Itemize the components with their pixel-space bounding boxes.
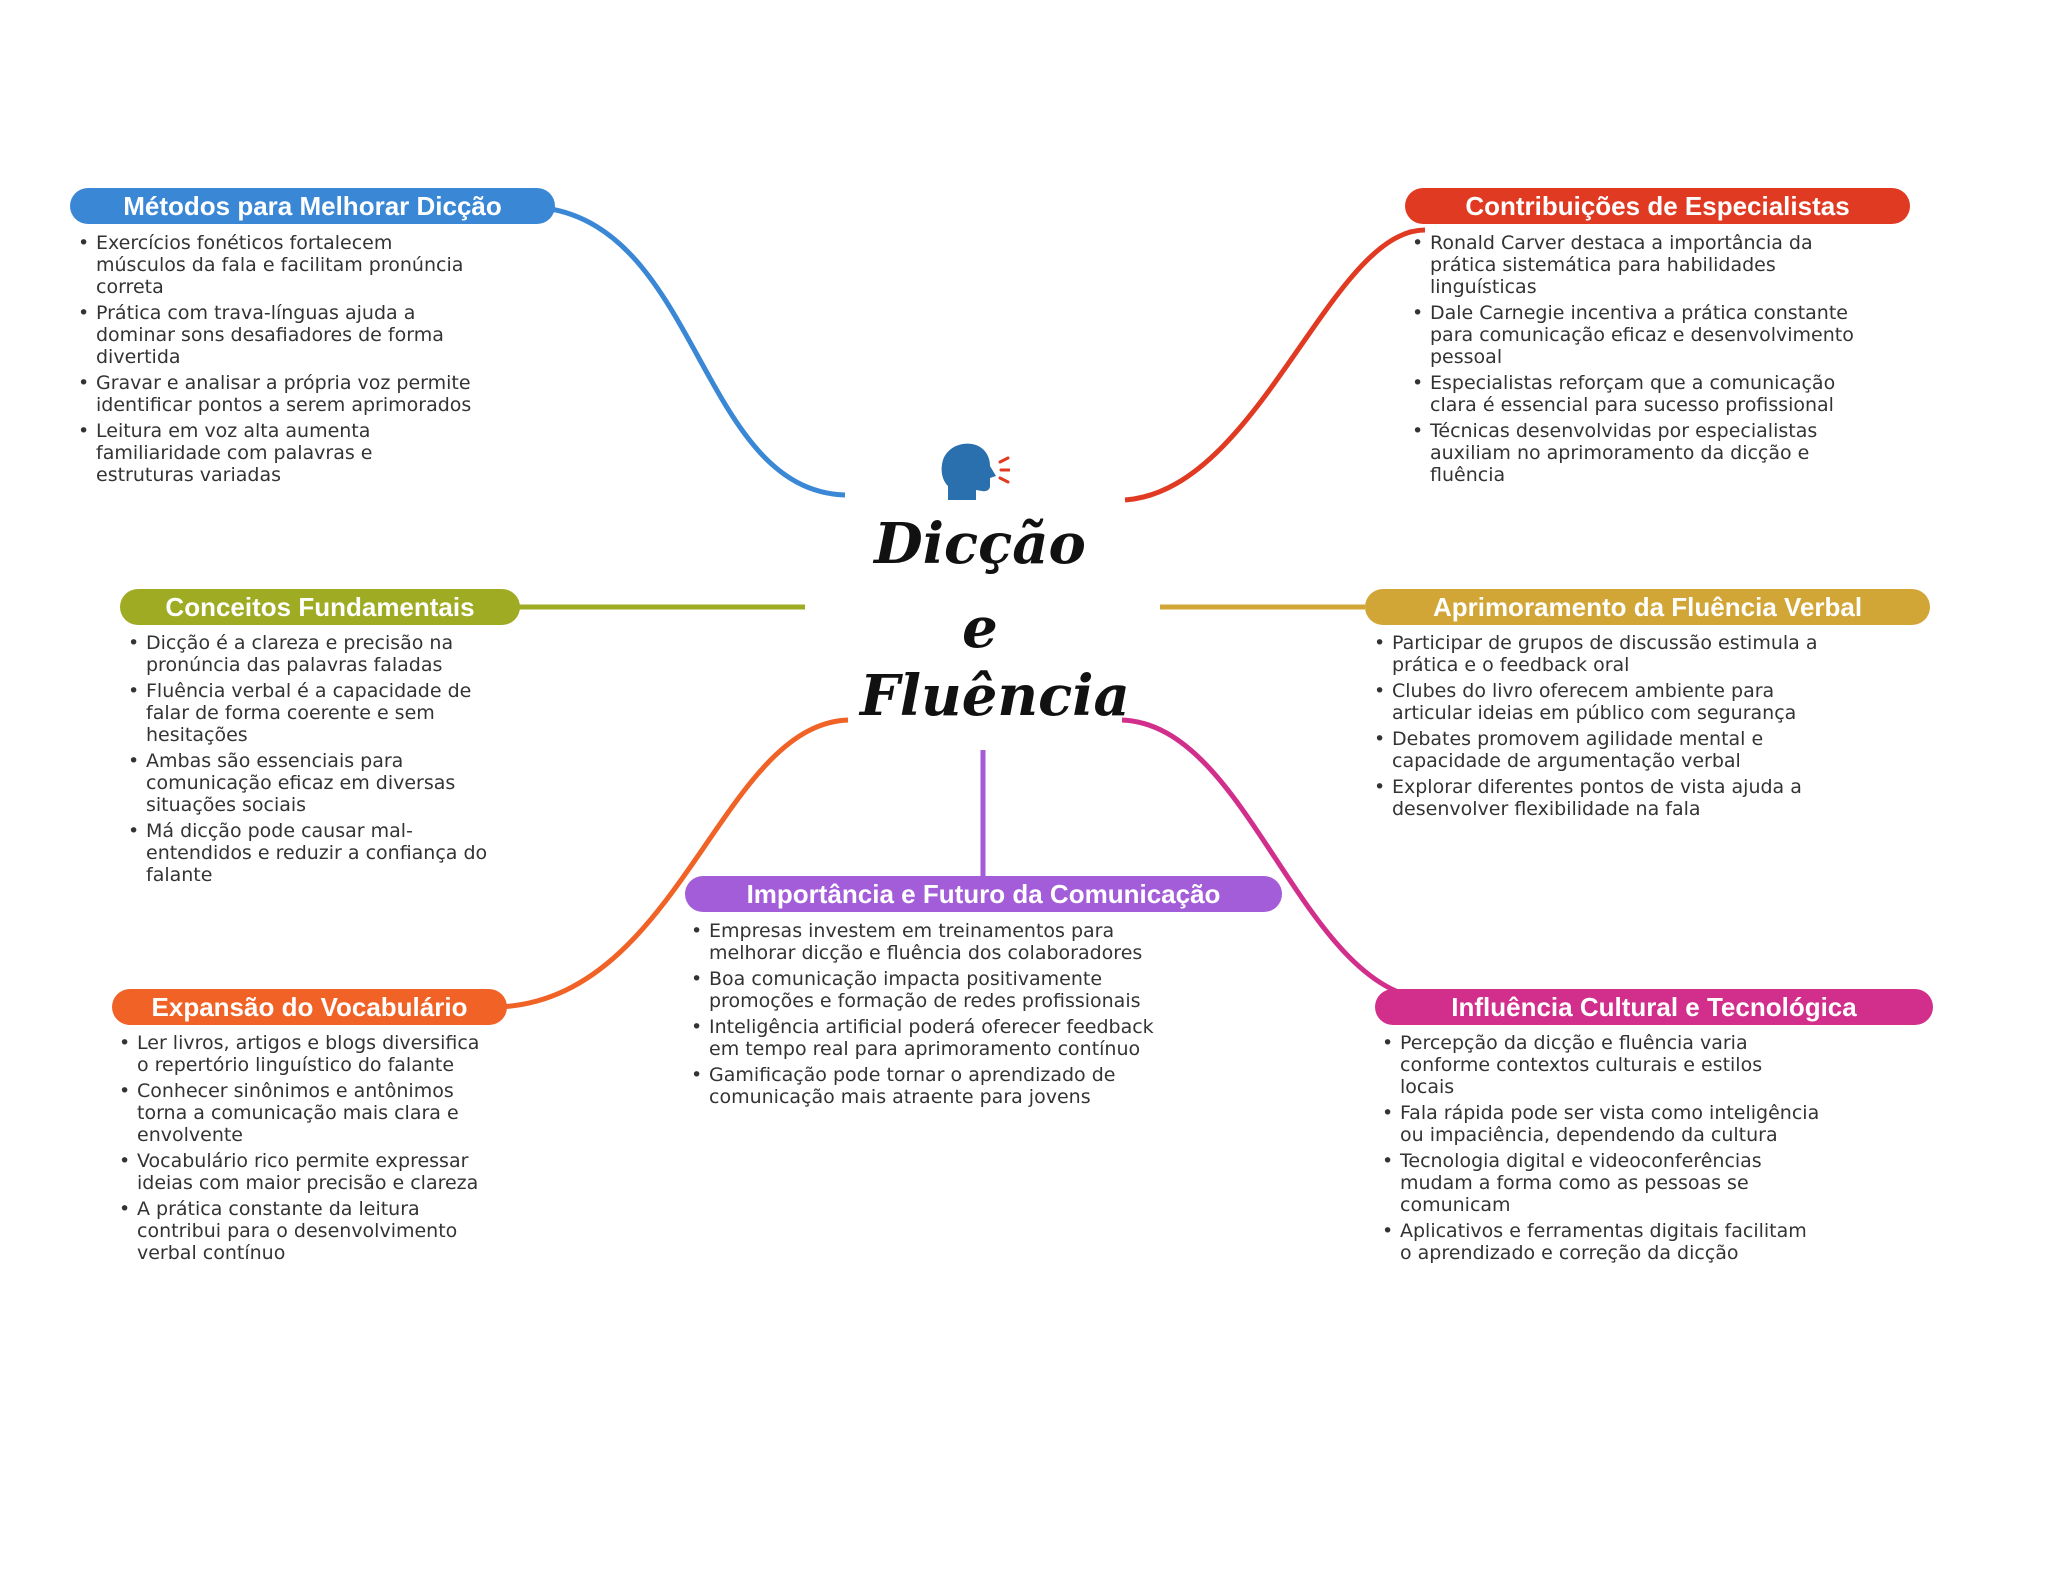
central-title-line-3: Fluência	[860, 663, 1130, 729]
list-item: Dicção é a clareza e precisão na pronúnc…	[126, 632, 496, 676]
list-item: Empresas investem em treinamentos para m…	[689, 920, 1189, 964]
connector-expansao	[497, 717, 849, 1010]
branch-list-importancia: Empresas investem em treinamentos para m…	[689, 920, 1189, 1112]
list-item: Má dicção pode causar mal-entendidos e r…	[126, 820, 496, 886]
speaking-head-icon	[940, 440, 1011, 504]
list-item: Gamificação pode tornar o aprendizado de…	[689, 1064, 1189, 1108]
list-item: Aplicativos e ferramentas digitais facil…	[1380, 1220, 1820, 1264]
central-title-line-1: Dicção	[874, 511, 1086, 577]
list-item: Tecnologia digital e videoconferências m…	[1380, 1150, 1820, 1216]
list-item: Inteligência artificial poderá oferecer …	[689, 1016, 1189, 1060]
branch-list-contribuicoes: Ronald Carver destaca a importância da p…	[1410, 232, 1855, 490]
branch-title-influencia: Influência Cultural e Tecnológica	[1375, 989, 1933, 1025]
branch-list-conceitos: Dicção é a clareza e precisão na pronúnc…	[126, 632, 496, 890]
branch-title-importancia: Importância e Futuro da Comunicação	[685, 876, 1282, 912]
list-item: Debates promovem agilidade mental e capa…	[1372, 728, 1842, 772]
branch-list-metodos: Exercícios fonéticos fortalecem músculos…	[76, 232, 476, 490]
branch-list-aprimoramento: Participar de grupos de discussão estimu…	[1372, 632, 1842, 824]
connector-contribuicoes	[1124, 227, 1426, 503]
list-item: Especialistas reforçam que a comunicação…	[1410, 372, 1855, 416]
list-item: Fala rápida pode ser vista como inteligê…	[1380, 1102, 1820, 1146]
branch-title-metodos: Métodos para Melhorar Dicção	[70, 188, 555, 224]
list-item: Prática com trava-línguas ajuda a domina…	[76, 302, 476, 368]
connector-influencia	[1121, 717, 1431, 1003]
list-item: Fluência verbal é a capacidade de falar …	[126, 680, 496, 746]
branch-title-aprimoramento: Aprimoramento da Fluência Verbal	[1365, 589, 1930, 625]
branch-title-contribuicoes: Contribuições de Especialistas	[1405, 188, 1910, 224]
list-item: Explorar diferentes pontos de vista ajud…	[1372, 776, 1842, 820]
list-item: Conhecer sinônimos e antônimos torna a c…	[117, 1080, 497, 1146]
list-item: Dale Carnegie incentiva a prática consta…	[1410, 302, 1855, 368]
connector-metodos	[544, 205, 846, 498]
list-item: Clubes do livro oferecem ambiente para a…	[1372, 680, 1842, 724]
list-item: A prática constante da leitura contribui…	[117, 1198, 497, 1264]
branch-list-influencia: Percepção da dicção e fluência varia con…	[1380, 1032, 1820, 1268]
branch-list-expansao: Ler livros, artigos e blogs diversifica …	[117, 1032, 497, 1268]
list-item: Boa comunicação impacta positivamente pr…	[689, 968, 1189, 1012]
branch-title-expansao: Expansão do Vocabulário	[112, 989, 507, 1025]
list-item: Vocabulário rico permite expressar ideia…	[117, 1150, 497, 1194]
list-item: Leitura em voz alta aumenta familiaridad…	[76, 420, 476, 486]
list-item: Percepção da dicção e fluência varia con…	[1380, 1032, 1820, 1098]
list-item: Exercícios fonéticos fortalecem músculos…	[76, 232, 476, 298]
central-title-line-2: e	[962, 595, 998, 661]
branch-title-conceitos: Conceitos Fundamentais	[120, 589, 520, 625]
list-item: Ler livros, artigos e blogs diversifica …	[117, 1032, 497, 1076]
list-item: Técnicas desenvolvidas por especialistas…	[1410, 420, 1855, 486]
list-item: Participar de grupos de discussão estimu…	[1372, 632, 1842, 676]
list-item: Ronald Carver destaca a importância da p…	[1410, 232, 1855, 298]
list-item: Ambas são essenciais para comunicação ef…	[126, 750, 496, 816]
list-item: Gravar e analisar a própria voz permite …	[76, 372, 476, 416]
